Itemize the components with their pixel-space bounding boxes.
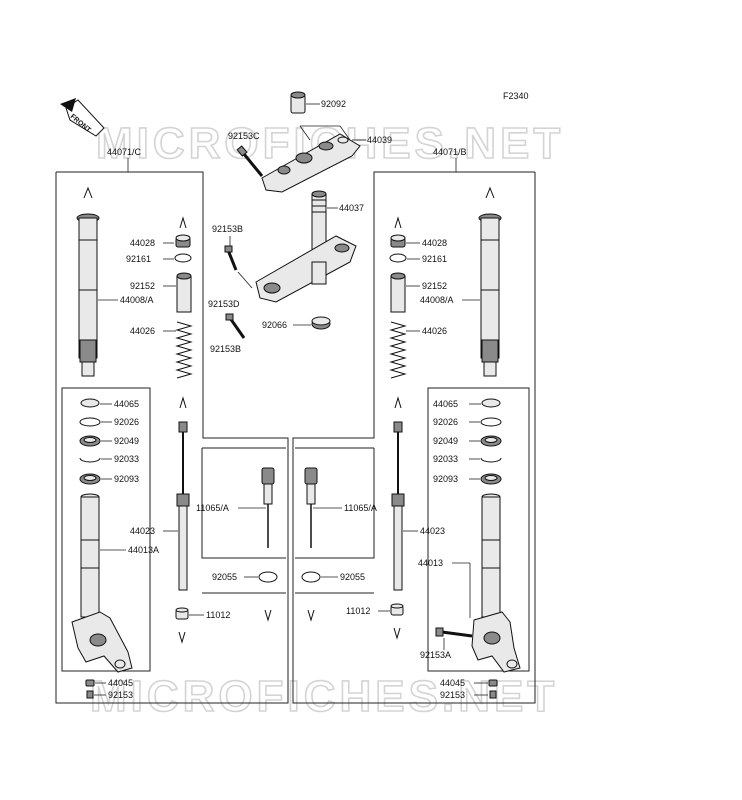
label-44071C: 44071/C (107, 147, 142, 157)
right-part-44026-spring (389, 321, 407, 379)
left-part-44065 (80, 398, 100, 408)
label-R-92153: 92153 (440, 690, 465, 700)
label-R-44026: 44026 (422, 326, 447, 336)
label-L-44065: 44065 (114, 399, 139, 409)
watermark-bottom: MICROFICHES.NET (90, 672, 558, 721)
label-L-92049: 92049 (114, 436, 139, 446)
part-44039-upper-bracket (261, 133, 361, 193)
label-92066: 92066 (262, 320, 287, 330)
label-44071B: 44071/B (433, 147, 467, 157)
label-92153B-top: 92153B (212, 224, 243, 234)
label-L-44013A: 44013A (128, 545, 159, 555)
left-outer-tube-44008 (76, 213, 100, 377)
left-part-11012 (175, 607, 189, 620)
label-92153C: 92153C (228, 131, 260, 141)
right-part-92152-spacer (390, 272, 406, 313)
label-R-92093: 92093 (433, 474, 458, 484)
label-92153B-bottom: 92153B (210, 344, 241, 354)
label-44037: 44037 (339, 203, 364, 213)
right-part-92049-seal (480, 435, 502, 447)
label-R-44008A: 44008/A (420, 295, 454, 305)
right-lower-tube-44013 (471, 493, 521, 673)
part-92153B-top-bolt (224, 245, 238, 271)
label-R-44045: 44045 (440, 678, 465, 688)
right-part-92153-bolt (489, 690, 497, 699)
label-L-44045: 44045 (108, 678, 133, 688)
front-arrow-icon: FRONT (60, 98, 105, 137)
part-92066 (311, 316, 331, 330)
right-part-44045 (488, 679, 498, 687)
label-R-92153A: 92153A (420, 650, 451, 660)
left-cartridge-frame (201, 448, 286, 559)
left-lower-tube-44013A (71, 493, 133, 673)
left-part-44045 (85, 679, 95, 687)
right-part-92153A-bolt (435, 627, 473, 638)
left-part-11065A-cartridge (261, 467, 275, 548)
label-92153D: 92153D (208, 299, 240, 309)
label-R-92152: 92152 (422, 281, 447, 291)
label-L-92153: 92153 (108, 690, 133, 700)
label-L-92093: 92093 (114, 474, 139, 484)
right-part-44023-inner-tube (391, 421, 405, 591)
label-R-92033: 92033 (433, 454, 458, 464)
left-part-92152-spacer (176, 272, 192, 313)
label-R-11065A: 11065/A (344, 503, 377, 513)
label-R-44023: 44023 (420, 526, 445, 536)
part-44037-steering-stem (255, 190, 357, 303)
right-outer-tube-44008 (478, 213, 502, 377)
label-L-44008A: 44008/A (120, 295, 154, 305)
label-R-92049: 92049 (433, 436, 458, 446)
left-part-92093 (79, 473, 101, 485)
label-R-92161: 92161 (422, 254, 447, 264)
label-L-11065A: 11065/A (196, 503, 229, 513)
label-L-11012: 11012 (206, 610, 230, 620)
right-part-92033-clip (480, 457, 502, 463)
left-part-92049-seal (79, 435, 101, 447)
left-assembly-frame (55, 171, 289, 704)
label-L-92152: 92152 (130, 281, 155, 291)
left-part-92026 (79, 417, 101, 427)
right-part-11065A-cartridge (304, 467, 318, 548)
label-L-44028: 44028 (130, 238, 155, 248)
label-44039: 44039 (367, 135, 392, 145)
label-L-92033: 92033 (114, 454, 139, 464)
right-part-92026 (480, 417, 502, 427)
right-part-44065 (481, 398, 501, 408)
left-part-44023-inner-tube (176, 421, 190, 591)
right-cartridge-frame (295, 448, 375, 559)
label-L-92161: 92161 (126, 254, 151, 264)
right-part-92055-oring (301, 571, 321, 583)
right-part-44028 (390, 234, 406, 248)
part-92092 (290, 91, 306, 114)
left-part-92033-clip (79, 457, 101, 463)
right-part-11012 (390, 603, 404, 616)
part-92153C-bolt (236, 145, 264, 177)
right-inner-frame (427, 387, 530, 672)
label-R-44013: 44013 (418, 558, 443, 568)
left-part-92055-oring (258, 571, 278, 583)
left-inner-frame (61, 387, 151, 672)
label-R-11012: 11012 (346, 606, 370, 616)
left-part-92153-bolt (86, 690, 94, 699)
left-part-44028 (175, 234, 191, 248)
part-92153B-bottom-bolt (225, 313, 246, 339)
figure-code: F2340 (503, 91, 529, 101)
label-R-44028: 44028 (422, 238, 447, 248)
right-part-92161 (389, 253, 407, 263)
label-92092: 92092 (321, 99, 346, 109)
label-L-44026: 44026 (130, 326, 155, 336)
left-part-92161 (174, 253, 192, 263)
right-assembly-frame (292, 171, 536, 704)
left-part-44026-spring (175, 321, 193, 379)
label-L-92026: 92026 (114, 417, 139, 427)
right-part-92093 (480, 473, 502, 485)
label-R-92026: 92026 (433, 417, 458, 427)
label-R-44065: 44065 (433, 399, 458, 409)
label-R-92055: 92055 (340, 572, 365, 582)
label-L-44023: 44023 (130, 526, 155, 536)
label-L-92055: 92055 (212, 572, 237, 582)
